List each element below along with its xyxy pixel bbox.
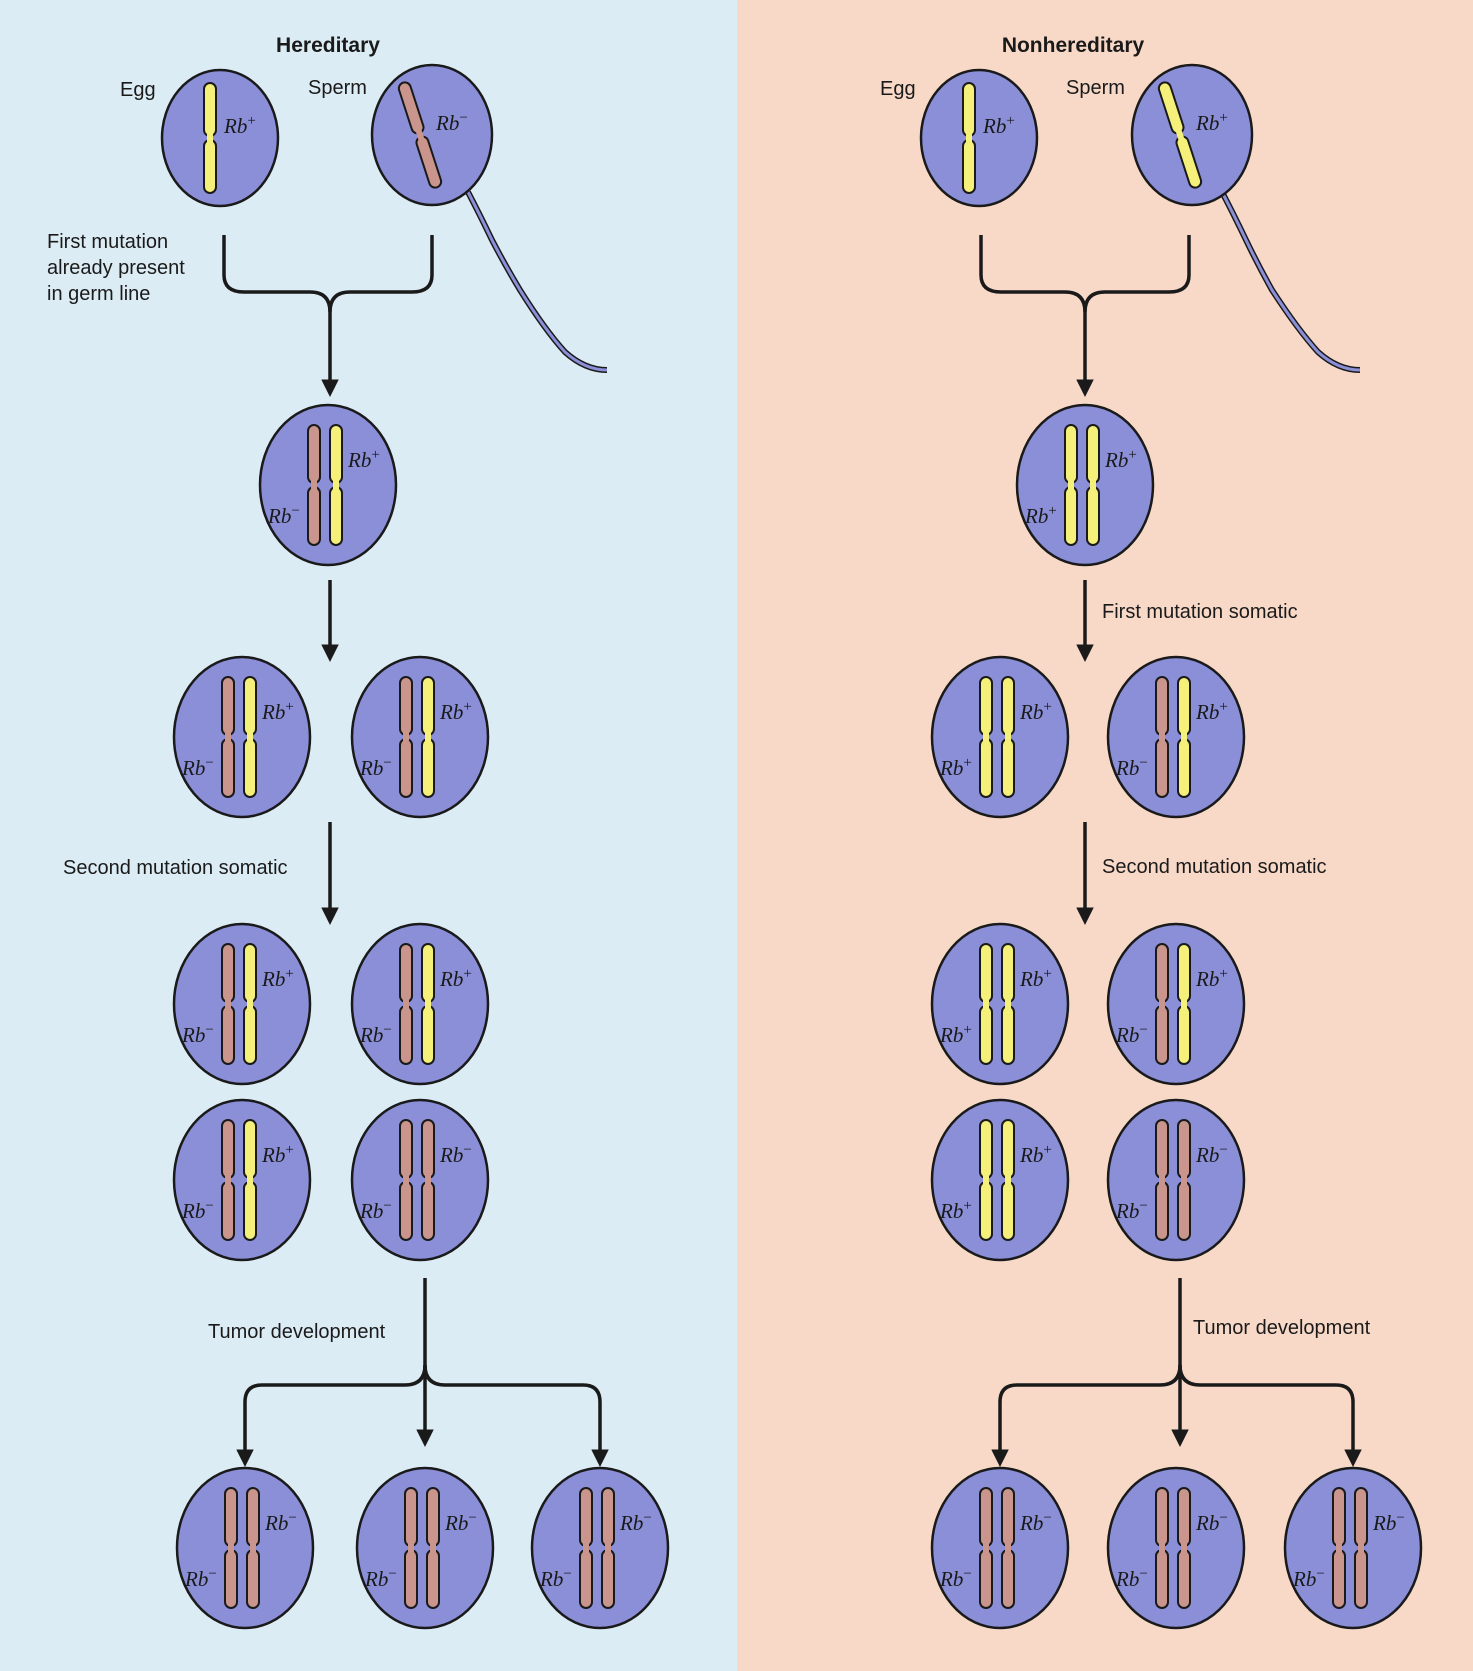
cell-membrane	[1108, 657, 1244, 817]
nonhereditary-cell-tumor: Rb−Rb−	[932, 1468, 1068, 1628]
hereditary-cell-tumor: Rb−Rb−	[177, 1468, 313, 1628]
nonhereditary-cell-tumor: Rb−Rb−	[1285, 1468, 1421, 1628]
nonhereditary-cell-second-mutation: Rb+Rb+	[932, 924, 1068, 1084]
hereditary-title: Hereditary	[276, 34, 380, 57]
nonhereditary-first-mutation-label: First mutation somatic	[1102, 601, 1298, 623]
nonhereditary-second-mutation-label: Second mutation somatic	[1102, 856, 1327, 878]
cell-membrane	[932, 1100, 1068, 1260]
cell-membrane	[932, 924, 1068, 1084]
nonhereditary-sperm-label: Sperm	[1066, 77, 1125, 99]
cell-membrane	[174, 924, 310, 1084]
hereditary-cell-second-mutation: Rb+Rb−	[352, 924, 488, 1084]
hereditary-note-line-1: First mutation	[47, 231, 168, 253]
hereditary-cell-second-mutation: Rb+Rb−	[174, 924, 310, 1084]
cell-membrane	[1108, 1100, 1244, 1260]
nonhereditary-cell-tumor: Rb−Rb−	[1108, 1468, 1244, 1628]
cell-membrane	[932, 1468, 1068, 1628]
hereditary-sperm-label: Sperm	[308, 77, 367, 99]
cell-membrane	[921, 70, 1037, 206]
nonhereditary-cell-second-mutation: Rb+Rb−	[1108, 924, 1244, 1084]
cell-membrane	[177, 1468, 313, 1628]
nonhereditary-cell-second-mutation: Rb+Rb+	[932, 1100, 1068, 1260]
hereditary-cell-second-mutation: Rb−Rb−	[352, 1100, 488, 1260]
hereditary-cell-tumor: Rb−Rb−	[532, 1468, 668, 1628]
hereditary-cell-tumor: Rb−Rb−	[357, 1468, 493, 1628]
cell-membrane	[932, 657, 1068, 817]
hereditary-cell-gamete-egg: Rb+	[162, 70, 278, 206]
nonhereditary-cell-first-mutation: Rb+Rb−	[1108, 657, 1244, 817]
cell-membrane	[174, 657, 310, 817]
cell-membrane	[174, 1100, 310, 1260]
cell-membrane	[1108, 924, 1244, 1084]
nonhereditary-tumor-label: Tumor development	[1193, 1317, 1371, 1339]
cell-membrane	[532, 1468, 668, 1628]
hereditary-egg-label: Egg	[120, 79, 156, 101]
hereditary-note-line-2: already present	[47, 257, 185, 279]
hereditary-cell-zygote: Rb+Rb−	[260, 405, 396, 565]
cell-membrane	[1108, 1468, 1244, 1628]
hereditary-cell-division: Rb+Rb−	[352, 657, 488, 817]
nonhereditary-cell-second-mutation: Rb−Rb−	[1108, 1100, 1244, 1260]
nonhereditary-cell-zygote: Rb+Rb+	[1017, 405, 1153, 565]
cell-membrane	[1017, 405, 1153, 565]
hereditary-tumor-label: Tumor development	[208, 1321, 386, 1343]
cell-membrane	[260, 405, 396, 565]
nonhereditary-title: Nonhereditary	[1002, 34, 1145, 57]
nonhereditary-cell-first-mutation: Rb+Rb+	[932, 657, 1068, 817]
nonhereditary-panel-background	[737, 0, 1473, 1671]
cell-membrane	[162, 70, 278, 206]
hereditary-cell-division: Rb+Rb−	[174, 657, 310, 817]
nonhereditary-cell-gamete-sperm: Rb+	[1132, 65, 1252, 205]
nonhereditary-egg-label: Egg	[880, 78, 916, 100]
cell-membrane	[352, 1100, 488, 1260]
hereditary-cell-gamete-sperm: Rb−	[372, 65, 492, 205]
nonhereditary-cell-gamete-egg: Rb+	[921, 70, 1037, 206]
cell-membrane	[357, 1468, 493, 1628]
cell-membrane	[352, 657, 488, 817]
cell-membrane	[352, 924, 488, 1084]
hereditary-note-line-3: in germ line	[47, 283, 150, 305]
hereditary-second-mutation-label: Second mutation somatic	[63, 857, 288, 879]
hereditary-cell-second-mutation: Rb+Rb−	[174, 1100, 310, 1260]
cell-membrane	[1285, 1468, 1421, 1628]
